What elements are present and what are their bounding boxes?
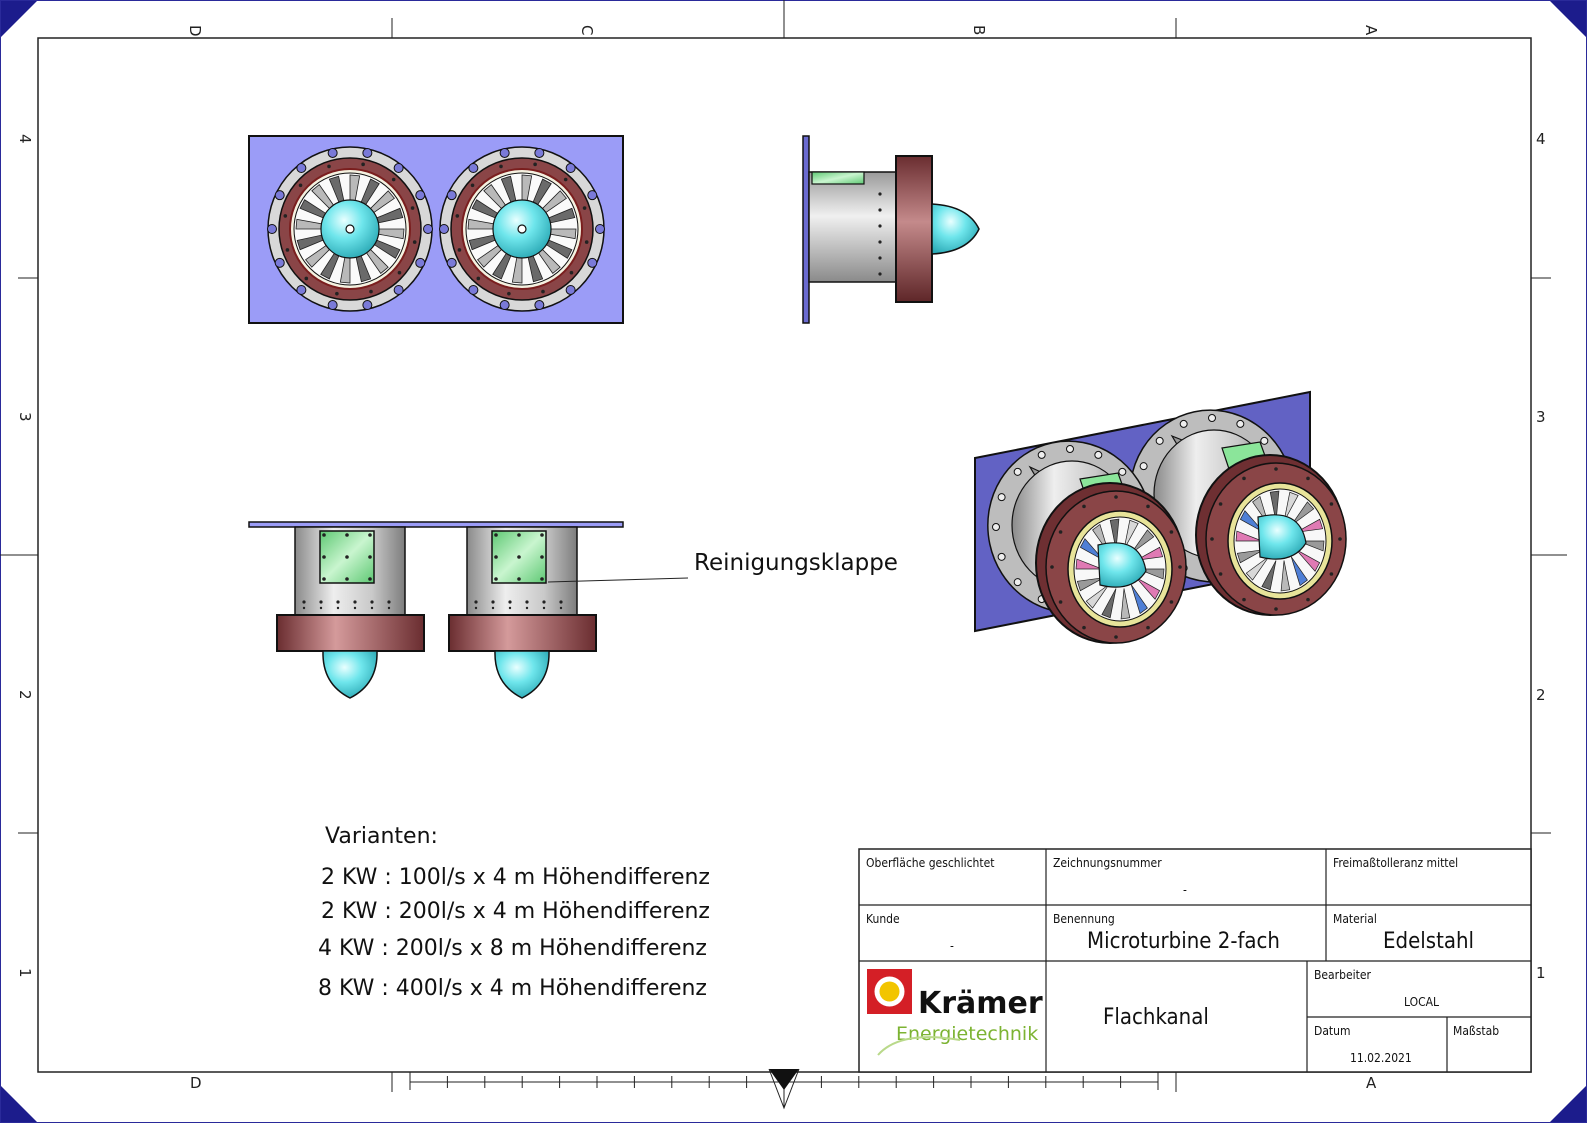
zone-right-3: 3 <box>1536 408 1546 426</box>
variant-3: 4 KW : 200l/s x 8 m Höhendifferenz <box>318 936 707 961</box>
title-block: Oberfläche geschlichtet Zeichnungsnummer… <box>858 848 1532 1073</box>
zone-bottom-a: A <box>1366 1074 1377 1092</box>
zone-top-c: C <box>578 25 596 35</box>
zone-bottom-d: D <box>190 1074 202 1092</box>
drawing-number: - <box>1183 883 1187 897</box>
zone-labels-left: 4 3 2 1 <box>16 134 34 978</box>
front-view <box>248 135 624 324</box>
designation-value: Microturbine 2-fach <box>1087 929 1280 954</box>
variant-2: 2 KW : 200l/s x 4 m Höhendifferenz <box>321 899 710 924</box>
iso-turbine-left <box>987 440 1187 644</box>
centering-mark <box>768 1068 800 1110</box>
zone-right-1: 1 <box>1536 964 1546 982</box>
surface-label: Oberfläche geschlichtet <box>866 856 995 870</box>
subtitle-value: Flachkanal <box>1103 1005 1209 1030</box>
logo-sub: Energietechnik <box>896 1023 1038 1045</box>
customer-label: Kunde <box>866 912 900 926</box>
zone-labels-right: 4 3 2 1 <box>1536 130 1546 982</box>
zone-labels-bottom: D A <box>190 1074 1377 1092</box>
zone-top-b: B <box>970 25 988 35</box>
turbine-front-right <box>439 146 605 312</box>
zone-left-1: 1 <box>16 968 34 978</box>
iso-turbine-right <box>1129 409 1347 616</box>
tolerance-label: Freimaßtolleranz mittel <box>1333 856 1458 870</box>
drawing-number-label: Zeichnungsnummer <box>1053 856 1162 870</box>
variants-heading: Varianten: <box>325 824 438 849</box>
top-view: Reinigungsklappe <box>248 521 898 699</box>
zone-labels-top: D C B A <box>186 25 1380 37</box>
zone-top-a: A <box>1362 25 1380 36</box>
logo-sun-icon <box>879 981 900 1002</box>
variants-block: Varianten: 2 KW : 100l/s x 4 m Höhendiff… <box>318 824 710 1001</box>
editor-value: LOCAL <box>1404 995 1439 1009</box>
material-value: Edelstahl <box>1383 929 1474 954</box>
side-nose-cone <box>931 203 980 255</box>
side-housing <box>808 171 898 283</box>
top-plate <box>248 521 624 528</box>
editor-label: Bearbeiter <box>1314 968 1371 982</box>
scale-label: Maßstab <box>1453 1024 1499 1038</box>
zone-top-d: D <box>186 25 204 37</box>
turbine-top-right <box>448 526 597 699</box>
zone-left-3: 3 <box>16 412 34 422</box>
annotation-cleaning-flap: Reinigungsklappe <box>694 550 898 576</box>
side-cleaning-flap <box>811 171 865 185</box>
material-label: Material <box>1333 912 1377 926</box>
zone-left-4: 4 <box>16 134 34 144</box>
side-view <box>802 135 980 324</box>
zone-right-2: 2 <box>1536 686 1546 704</box>
company-logo: Krämer Energietechnik <box>867 969 1043 1056</box>
date-label: Datum <box>1314 1024 1351 1038</box>
designation-label: Benennung <box>1053 912 1115 926</box>
turbine-top-left <box>276 526 425 699</box>
side-flange <box>895 155 933 303</box>
turbine-front-left <box>267 146 433 312</box>
variant-1: 2 KW : 100l/s x 4 m Höhendifferenz <box>321 865 710 890</box>
logo-name: Krämer <box>918 986 1043 1021</box>
customer-value: - <box>950 939 954 953</box>
variant-4: 8 KW : 400l/s x 4 m Höhendifferenz <box>318 976 707 1001</box>
isometric-view <box>974 390 1347 644</box>
annotation-leader <box>547 577 689 583</box>
date-value: 11.02.2021 <box>1350 1051 1412 1065</box>
logo-swoosh-icon <box>877 1036 961 1056</box>
zone-left-2: 2 <box>16 690 34 700</box>
zone-right-4: 4 <box>1536 130 1546 148</box>
